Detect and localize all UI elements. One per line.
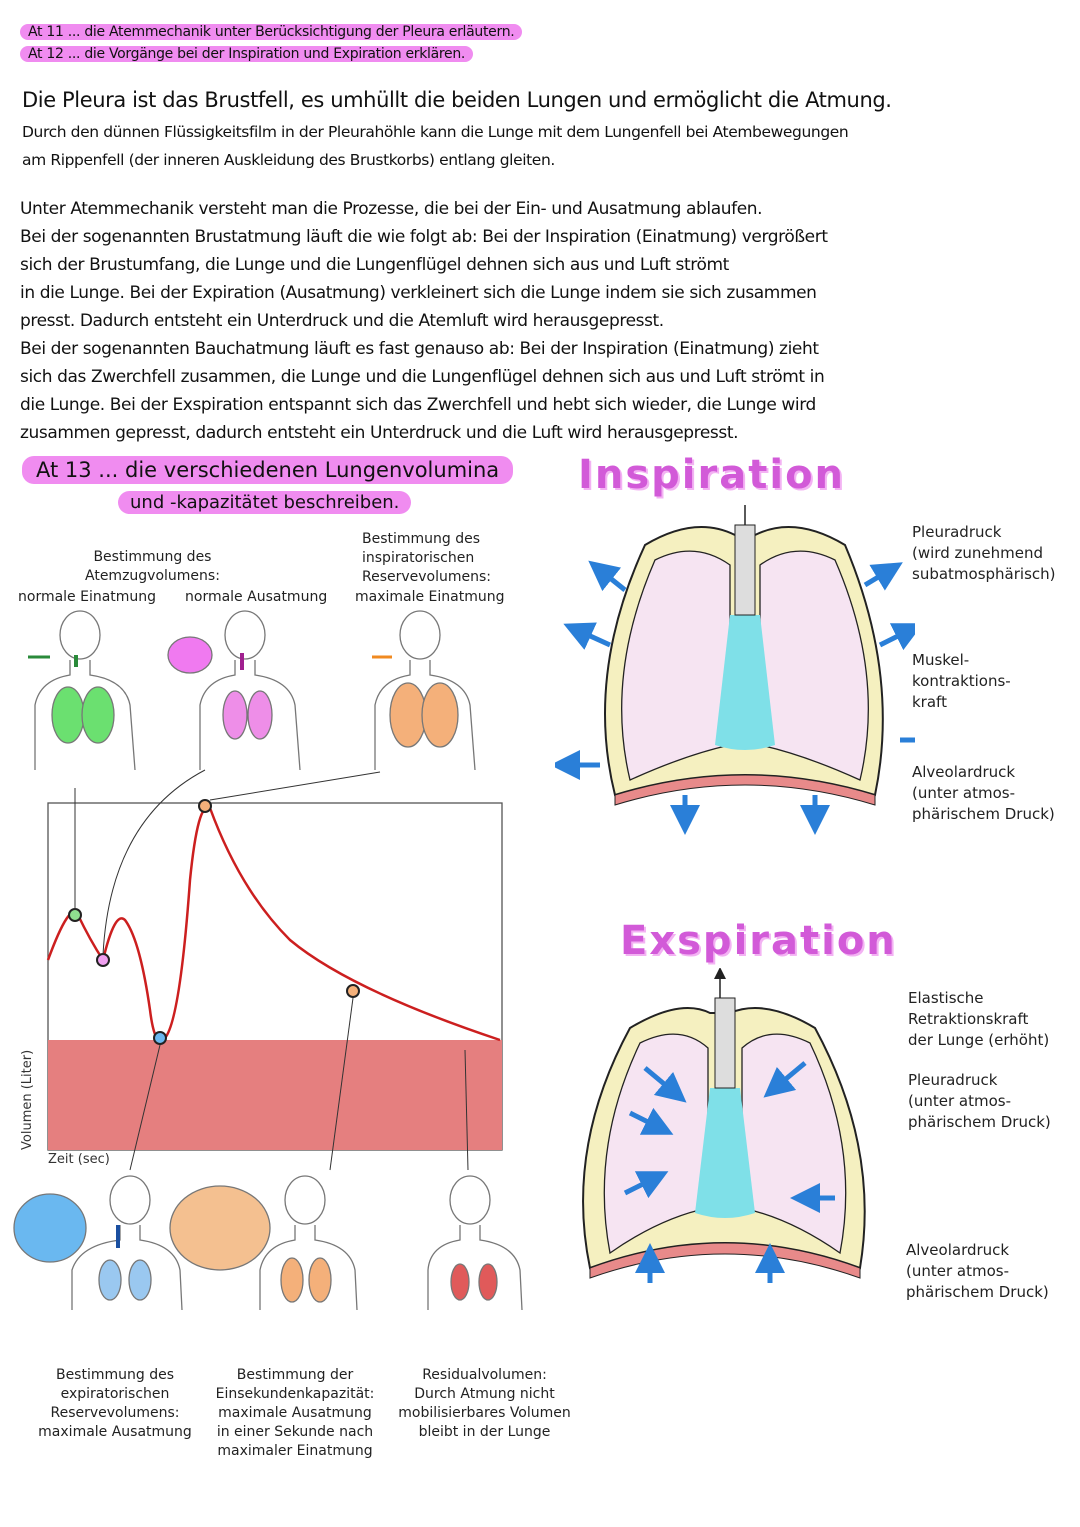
- insp-label-alveolardruck: Alveolardruck (unter atmos- phärischem D…: [912, 763, 1055, 823]
- exspiration-title: Exspiration: [620, 918, 897, 964]
- exsp-label-alveolardruck: Alveolardruck (unter atmos- phärischem D…: [906, 1241, 1049, 1301]
- pleura-line-1: Die Pleura ist das Brustfell, es umhüllt…: [22, 88, 892, 112]
- volume-curve: [46, 806, 501, 1042]
- pleura-line-3: am Rippenfell (der inneren Auskleidung d…: [22, 151, 555, 169]
- at13-heading-1: At 13 ... die verschiedenen Lungenvolumi…: [22, 456, 514, 484]
- inspiration-lung-diagram: [555, 505, 915, 835]
- text-line: Bei der sogenannten Brustatmung läuft di…: [20, 227, 828, 247]
- figure-normal-inhale: [28, 610, 136, 771]
- heading-text: At 13 ... die verschiedenen Lungenvolumi…: [22, 456, 514, 484]
- heading-text: und -kapazitätet beschreiben.: [118, 491, 412, 514]
- text-line: zusammen gepresst, dadurch entsteht ein …: [20, 423, 739, 443]
- bottom-figures: [13, 1175, 523, 1311]
- y-axis-label-wrap: Volumen (Liter): [20, 1040, 38, 1150]
- x-axis-label: Zeit (sec): [48, 1152, 110, 1167]
- label-fev1: Bestimmung der Einsekundenkapazität: max…: [215, 1367, 375, 1459]
- y-axis-label: Volumen (Liter): [20, 1049, 35, 1150]
- insp-label-pleuradruck: Pleuradruck (wird zunehmend subatmosphär…: [912, 523, 1056, 583]
- label-irv: Bestimmung des inspiratorischen Reservev…: [362, 531, 492, 585]
- figure-residual: [427, 1175, 523, 1311]
- label-normal-in: normale Einatmung: [18, 589, 157, 605]
- top-figures: [28, 610, 476, 771]
- pleura-line-2: Durch den dünnen Flüssigkeitsfilm in der…: [22, 123, 849, 141]
- exspiration-lung-diagram: [582, 968, 866, 1283]
- label-normal-out: normale Ausatmung: [185, 589, 328, 605]
- label-atemzugvolumen: Bestimmung des Atemzugvolumens:: [85, 549, 220, 584]
- inspiration-title: Inspiration: [578, 452, 846, 498]
- text-line: presst. Dadurch entsteht ein Unterdruck …: [20, 311, 664, 331]
- text-line: Bei der sogenannten Bauchatmung läuft es…: [20, 339, 819, 359]
- figure-max-exhale: [13, 1175, 183, 1311]
- figure-normal-exhale: [167, 610, 301, 771]
- lung-volume-graph: [46, 769, 503, 1171]
- exsp-label-pleuradruck: Pleuradruck (unter atmos- phärischem Dru…: [908, 1071, 1051, 1131]
- point-normal-inhale: [68, 908, 82, 922]
- text-line: in die Lunge. Bei der Expiration (Ausatm…: [20, 283, 817, 303]
- exsp-label-retraktionskraft: Elastische Retraktionskraft der Lunge (e…: [908, 989, 1050, 1049]
- figure-fev1: [169, 1175, 358, 1311]
- text-line: Unter Atemmechanik versteht man die Proz…: [20, 199, 763, 219]
- label-max-in: maximale Einatmung: [355, 589, 505, 605]
- text-line: die Lunge. Bei der Exspiration entspannt…: [20, 395, 816, 415]
- point-max-exhale: [153, 1031, 167, 1045]
- lung-green-left: [51, 686, 85, 744]
- exhale-balloon: [167, 636, 213, 674]
- insp-label-muskelkraft: Muskel- kontraktions- kraft: [912, 651, 1011, 711]
- learning-goal-12: At 12 ... die Vorgänge bei der Inspirati…: [20, 44, 474, 64]
- label-erv: Bestimmung des expiratorischen Reservevo…: [38, 1367, 192, 1440]
- at13-heading-2: und -kapazitätet beschreiben.: [118, 491, 412, 514]
- lung-green-right: [81, 686, 115, 744]
- goal-text: At 12 ... die Vorgänge bei der Inspirati…: [20, 46, 474, 62]
- goal-text: At 11 ... die Atemmechanik unter Berücks…: [20, 24, 523, 40]
- figure-max-inhale: [372, 610, 476, 771]
- mechanics-paragraph: Unter Atemmechanik versteht man die Proz…: [20, 195, 828, 447]
- text-line: sich das Zwerchfell zusammen, die Lunge …: [20, 367, 825, 387]
- learning-goal-11: At 11 ... die Atemmechanik unter Berücks…: [20, 22, 523, 42]
- point-fev1: [346, 984, 360, 998]
- label-residual: Residualvolumen: Durch Atmung nicht mobi…: [398, 1367, 571, 1440]
- text-line: sich der Brustumfang, die Lunge und die …: [20, 255, 729, 275]
- residual-volume-area: [48, 1040, 502, 1150]
- point-max-inhale: [198, 799, 212, 813]
- pointer-lines: [74, 769, 469, 1171]
- point-normal-exhale: [96, 953, 110, 967]
